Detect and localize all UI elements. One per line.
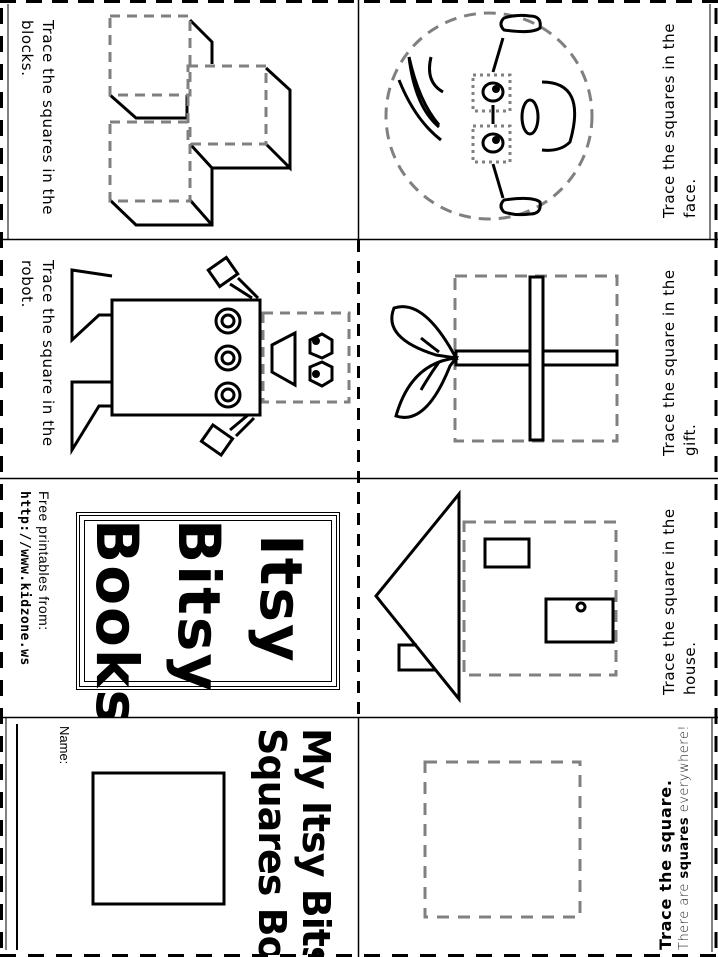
house-caption: Trace the square in the house. [660,508,699,695]
panel-blocks: Trace the squares in the blocks. [0,0,358,239]
house-illustration [374,489,618,704]
front-cover-illustration [16,724,226,950]
panel-robot: Trace the square in the robot. [0,240,358,478]
front-cover-title: My Itsy Bitsy Squares Book [250,728,338,955]
robot-caption: Trace the square in the robot. [18,260,57,447]
face-caption: Trace the squares in the face. [660,22,699,218]
blocks-caption: Trace the squares in the blocks. [18,20,57,216]
panel-front-cover: My Itsy Bitsy Squares Book Name: [0,718,358,955]
back-cover-frame [76,512,340,690]
intro-subcaption: There are squares everywhere! [677,724,692,950]
blocks-illustration [108,14,292,227]
kidzone-credit: Free printables from: http://www.kidzone… [14,491,54,666]
panel-house: Trace the square in the house. [359,479,717,717]
panel-back-cover: Itsy Bitsy Books Free printables from: h… [0,479,358,717]
face-illustration [384,11,594,221]
panel-gift: Trace the square in the gift. [359,240,717,478]
kidzone-link[interactable]: http://www.kidzone.ws [17,491,32,666]
back-cover-title: Itsy Bitsy Books [83,519,315,717]
intro-caption: Trace the square. There are squares ever… [656,724,692,950]
intro-illustration [423,760,582,919]
name-label: Name: [57,726,72,765]
panel-face: Trace the squares in the face. [359,0,717,239]
gift-caption: Trace the square in the gift. [660,269,699,456]
panel-intro: Trace the square. There are squares ever… [359,718,711,955]
robot-illustration [70,255,351,458]
gift-illustration [390,274,619,443]
